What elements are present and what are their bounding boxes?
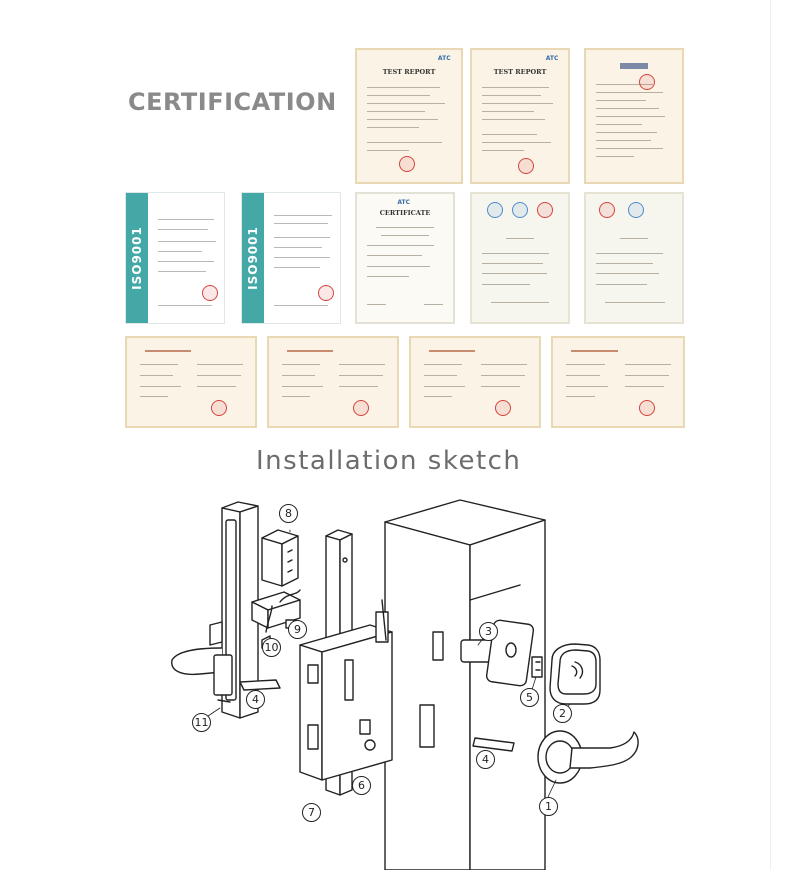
atc-logo: ATC	[437, 55, 451, 63]
iso-band: ISO9001	[242, 193, 264, 323]
landscape-certificate-3	[409, 336, 541, 428]
callout-11: 11	[192, 713, 211, 732]
seal-icon	[518, 158, 535, 175]
seal-icon	[202, 285, 218, 301]
cylinder-rose	[460, 619, 535, 687]
circuit-board	[251, 589, 301, 629]
callout-2: 2	[553, 704, 572, 723]
page-edge-line	[770, 0, 771, 870]
callout-9: 9	[288, 620, 307, 639]
iso9001-certificate-en: ISO9001	[241, 192, 341, 324]
inspection-report-2	[584, 192, 684, 324]
test-report-title: TEST REPORT	[493, 68, 547, 77]
seal-icon	[398, 155, 415, 172]
inner-handle-plate	[171, 501, 259, 719]
callout-4-left: 4	[246, 690, 265, 709]
atc-certificate: ATC CERTIFICATE	[355, 192, 455, 324]
certificate-title: CERTIFICATE	[379, 209, 431, 218]
inspection-report-1	[470, 192, 570, 324]
battery-pack	[261, 529, 299, 587]
seal-icon	[638, 73, 655, 90]
test-report-title: TEST REPORT	[382, 68, 436, 77]
spindle-connector	[531, 656, 543, 678]
callout-3: 3	[479, 622, 498, 641]
callout-8: 8	[279, 504, 298, 523]
atc-logo: ATC	[397, 199, 410, 207]
landscape-certificate-1	[125, 336, 257, 428]
callout-6: 6	[352, 776, 371, 795]
seal-icon	[318, 285, 334, 301]
certification-heading: CERTIFICATION	[128, 88, 337, 116]
landscape-certificate-2	[267, 336, 399, 428]
spindle-bar	[239, 679, 515, 752]
test-report-3	[584, 48, 684, 184]
landscape-certificate-4	[551, 336, 685, 428]
test-report-1: ATC TEST REPORT	[355, 48, 463, 184]
test-report-2: ATC TEST REPORT	[470, 48, 570, 184]
callout-7: 7	[302, 803, 321, 822]
atc-logo: ATC	[545, 55, 559, 63]
outer-lever-handle	[537, 730, 639, 784]
lock-installation-diagram	[171, 499, 639, 870]
mortise-lock-body	[299, 599, 393, 781]
callout-4-right: 4	[476, 750, 495, 769]
iso-band: ISO9001	[126, 193, 148, 323]
callout-5: 5	[520, 688, 539, 707]
installation-sketch-heading: Installation sketch	[256, 446, 522, 476]
door-panel	[384, 499, 546, 870]
iso9001-certificate-cn: ISO9001	[125, 192, 225, 324]
card-reader	[549, 643, 601, 705]
callout-1: 1	[539, 797, 558, 816]
callout-10: 10	[262, 638, 281, 657]
